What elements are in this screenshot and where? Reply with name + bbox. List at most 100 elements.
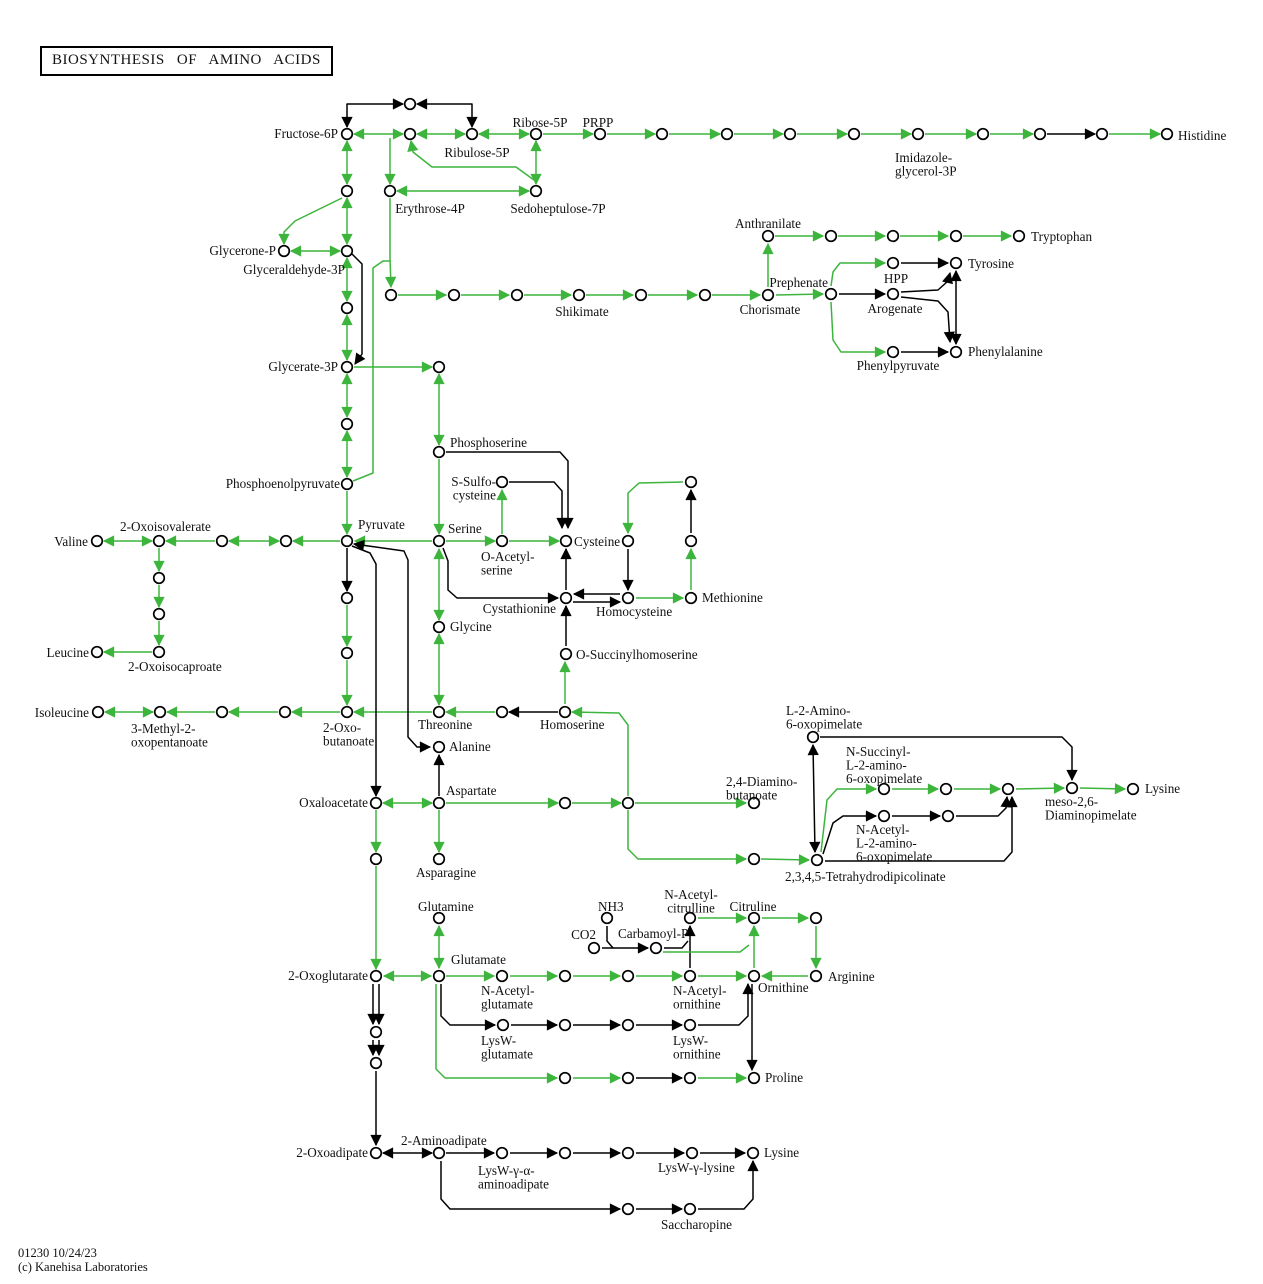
compound-node[interactable]: [510, 288, 524, 302]
compound-node[interactable]: [432, 969, 446, 983]
compound-node[interactable]: [698, 288, 712, 302]
compound-node[interactable]: [369, 1146, 383, 1160]
compound-node[interactable]: [91, 705, 105, 719]
compound-node[interactable]: [529, 184, 543, 198]
compound-node[interactable]: [684, 591, 698, 605]
compound-node[interactable]: [432, 534, 446, 548]
compound-node[interactable]: [559, 591, 573, 605]
compound-node[interactable]: [90, 645, 104, 659]
compound-node[interactable]: [340, 127, 354, 141]
compound-node[interactable]: [403, 97, 417, 111]
compound-node[interactable]: [683, 1202, 697, 1216]
compound-node[interactable]: [621, 534, 635, 548]
compound-node[interactable]: [152, 534, 166, 548]
compound-node[interactable]: [761, 229, 775, 243]
compound-node[interactable]: [558, 1146, 572, 1160]
compound-node[interactable]: [621, 1018, 635, 1032]
compound-node[interactable]: [685, 1146, 699, 1160]
compound-node[interactable]: [383, 184, 397, 198]
compound-node[interactable]: [886, 229, 900, 243]
compound-node[interactable]: [621, 591, 635, 605]
compound-node[interactable]: [886, 256, 900, 270]
compound-node[interactable]: [621, 1146, 635, 1160]
compound-node[interactable]: [447, 288, 461, 302]
compound-node[interactable]: [824, 229, 838, 243]
compound-node[interactable]: [683, 1018, 697, 1032]
compound-node[interactable]: [824, 287, 838, 301]
compound-node[interactable]: [976, 127, 990, 141]
compound-node[interactable]: [384, 288, 398, 302]
compound-node[interactable]: [886, 287, 900, 301]
compound-node[interactable]: [369, 1056, 383, 1070]
compound-node[interactable]: [621, 969, 635, 983]
compound-node[interactable]: [939, 782, 953, 796]
compound-node[interactable]: [432, 796, 446, 810]
compound-node[interactable]: [495, 705, 509, 719]
compound-node[interactable]: [496, 1018, 510, 1032]
compound-node[interactable]: [215, 705, 229, 719]
compound-node[interactable]: [558, 969, 572, 983]
compound-node[interactable]: [369, 852, 383, 866]
compound-node[interactable]: [747, 969, 761, 983]
compound-node[interactable]: [1095, 127, 1109, 141]
compound-node[interactable]: [593, 127, 607, 141]
compound-node[interactable]: [809, 969, 823, 983]
compound-node[interactable]: [806, 730, 820, 744]
compound-node[interactable]: [529, 127, 543, 141]
compound-node[interactable]: [949, 345, 963, 359]
compound-node[interactable]: [747, 796, 761, 810]
compound-node[interactable]: [684, 475, 698, 489]
compound-node[interactable]: [949, 229, 963, 243]
compound-node[interactable]: [747, 911, 761, 925]
compound-node[interactable]: [886, 345, 900, 359]
compound-node[interactable]: [1065, 781, 1079, 795]
compound-node[interactable]: [340, 477, 354, 491]
compound-node[interactable]: [152, 571, 166, 585]
compound-node[interactable]: [683, 969, 697, 983]
compound-node[interactable]: [90, 534, 104, 548]
compound-node[interactable]: [621, 796, 635, 810]
compound-node[interactable]: [495, 475, 509, 489]
compound-node[interactable]: [941, 809, 955, 823]
compound-node[interactable]: [340, 417, 354, 431]
compound-node[interactable]: [403, 127, 417, 141]
compound-node[interactable]: [495, 1146, 509, 1160]
compound-node[interactable]: [634, 288, 648, 302]
compound-node[interactable]: [747, 1071, 761, 1085]
compound-node[interactable]: [747, 852, 761, 866]
compound-node[interactable]: [649, 941, 663, 955]
compound-node[interactable]: [809, 911, 823, 925]
compound-node[interactable]: [559, 534, 573, 548]
compound-node[interactable]: [558, 1071, 572, 1085]
compound-node[interactable]: [432, 740, 446, 754]
compound-node[interactable]: [432, 445, 446, 459]
compound-node[interactable]: [340, 184, 354, 198]
compound-node[interactable]: [1001, 782, 1015, 796]
compound-node[interactable]: [465, 127, 479, 141]
compound-node[interactable]: [1033, 127, 1047, 141]
compound-node[interactable]: [720, 127, 734, 141]
compound-node[interactable]: [683, 911, 697, 925]
compound-node[interactable]: [340, 244, 354, 258]
compound-node[interactable]: [1160, 127, 1174, 141]
compound-node[interactable]: [572, 288, 586, 302]
compound-node[interactable]: [369, 796, 383, 810]
compound-node[interactable]: [1012, 229, 1026, 243]
compound-node[interactable]: [432, 360, 446, 374]
compound-node[interactable]: [877, 809, 891, 823]
compound-node[interactable]: [558, 796, 572, 810]
compound-node[interactable]: [432, 852, 446, 866]
compound-node[interactable]: [369, 1025, 383, 1039]
compound-node[interactable]: [621, 1202, 635, 1216]
compound-node[interactable]: [153, 705, 167, 719]
compound-node[interactable]: [432, 705, 446, 719]
compound-node[interactable]: [684, 534, 698, 548]
compound-node[interactable]: [495, 534, 509, 548]
compound-node[interactable]: [558, 1018, 572, 1032]
compound-node[interactable]: [949, 256, 963, 270]
compound-node[interactable]: [495, 969, 509, 983]
compound-node[interactable]: [559, 647, 573, 661]
compound-node[interactable]: [621, 1071, 635, 1085]
compound-node[interactable]: [847, 127, 861, 141]
compound-node[interactable]: [340, 301, 354, 315]
